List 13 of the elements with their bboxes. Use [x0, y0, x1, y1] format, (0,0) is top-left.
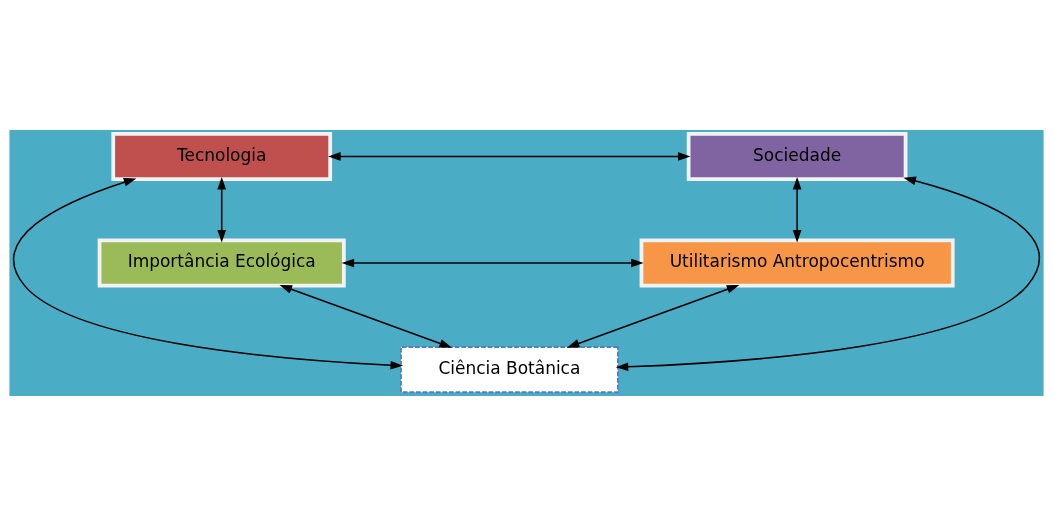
arrow [792, 176, 802, 242]
node-box: Sociedade [686, 131, 908, 181]
arrow [341, 258, 644, 267]
node-box: Tecnologia [111, 131, 333, 181]
node-box: Ciência Botânica [400, 345, 619, 393]
arrow [328, 151, 691, 161]
arrow [566, 284, 740, 348]
arrow [279, 284, 452, 348]
arrow [13, 177, 403, 370]
arrow [217, 176, 227, 242]
node-box: Importância Ecológica [97, 237, 346, 288]
arrow [615, 176, 1040, 371]
node-box: Utilitarismo Antropocentrismo [639, 237, 955, 288]
